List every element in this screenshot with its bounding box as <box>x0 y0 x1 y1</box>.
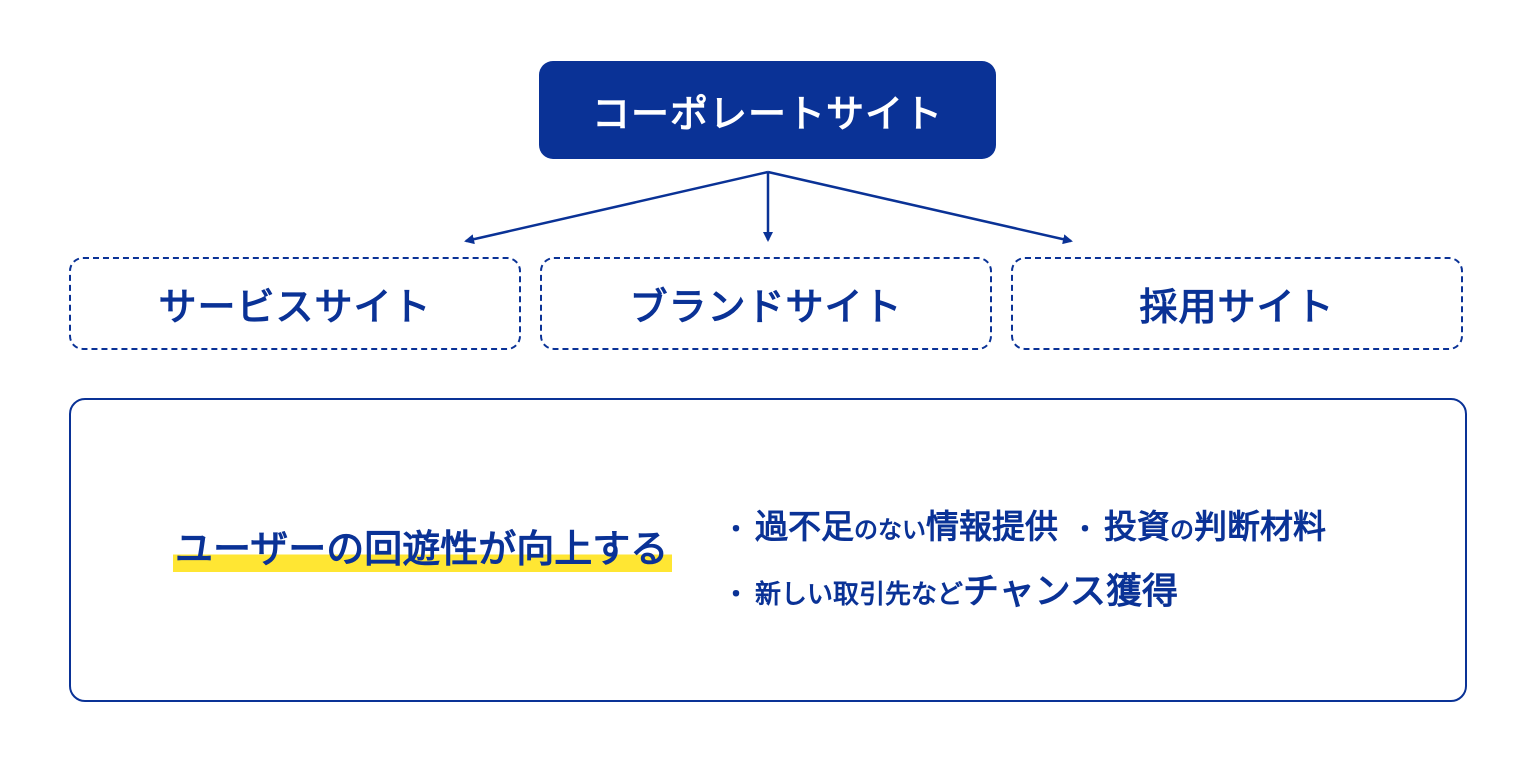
benefit-line-2: ・ 新しい取引先など チャンス獲得 <box>723 562 1178 614</box>
service-site-node: サービスサイト <box>69 257 521 350</box>
corporate-site-label: コーポレートサイト <box>591 91 943 136</box>
benefit-1-part-b: のない <box>854 516 927 544</box>
recruit-site-label: 採用サイト <box>1139 285 1335 329</box>
benefit-1-part-e: の <box>1170 516 1195 544</box>
brand-site-label: ブランドサイト <box>629 285 903 329</box>
benefit-2-part-b: チャンス獲得 <box>963 571 1178 612</box>
bullet: ・ <box>1072 515 1099 545</box>
benefit-1-part-f: 判断材料 <box>1194 507 1327 546</box>
result-box <box>69 398 1467 702</box>
bullet: ・ <box>723 580 750 610</box>
corporate-site-node: コーポレートサイト <box>539 61 996 159</box>
brand-site-node: ブランドサイト <box>540 257 992 350</box>
benefit-1-part-d: 投資 <box>1104 507 1171 546</box>
bullet: ・ <box>723 515 750 545</box>
result-headline: ユーザーの回遊性が向上する <box>173 526 673 572</box>
service-site-label: サービスサイト <box>158 285 432 329</box>
benefit-2-part-a: 新しい取引先など <box>755 580 964 610</box>
arrow-to-service-site <box>464 170 769 245</box>
benefit-1-part-c: 情報提供 <box>926 507 1059 546</box>
recruit-site-node: 採用サイト <box>1011 257 1463 350</box>
arrow-to-recruit-site <box>767 170 1073 245</box>
benefit-1-part-a: 過不足 <box>755 507 855 546</box>
benefit-line-1: ・ 過不足 のない 情報提供 ・ 投資 の 判断材料 <box>723 500 1326 548</box>
